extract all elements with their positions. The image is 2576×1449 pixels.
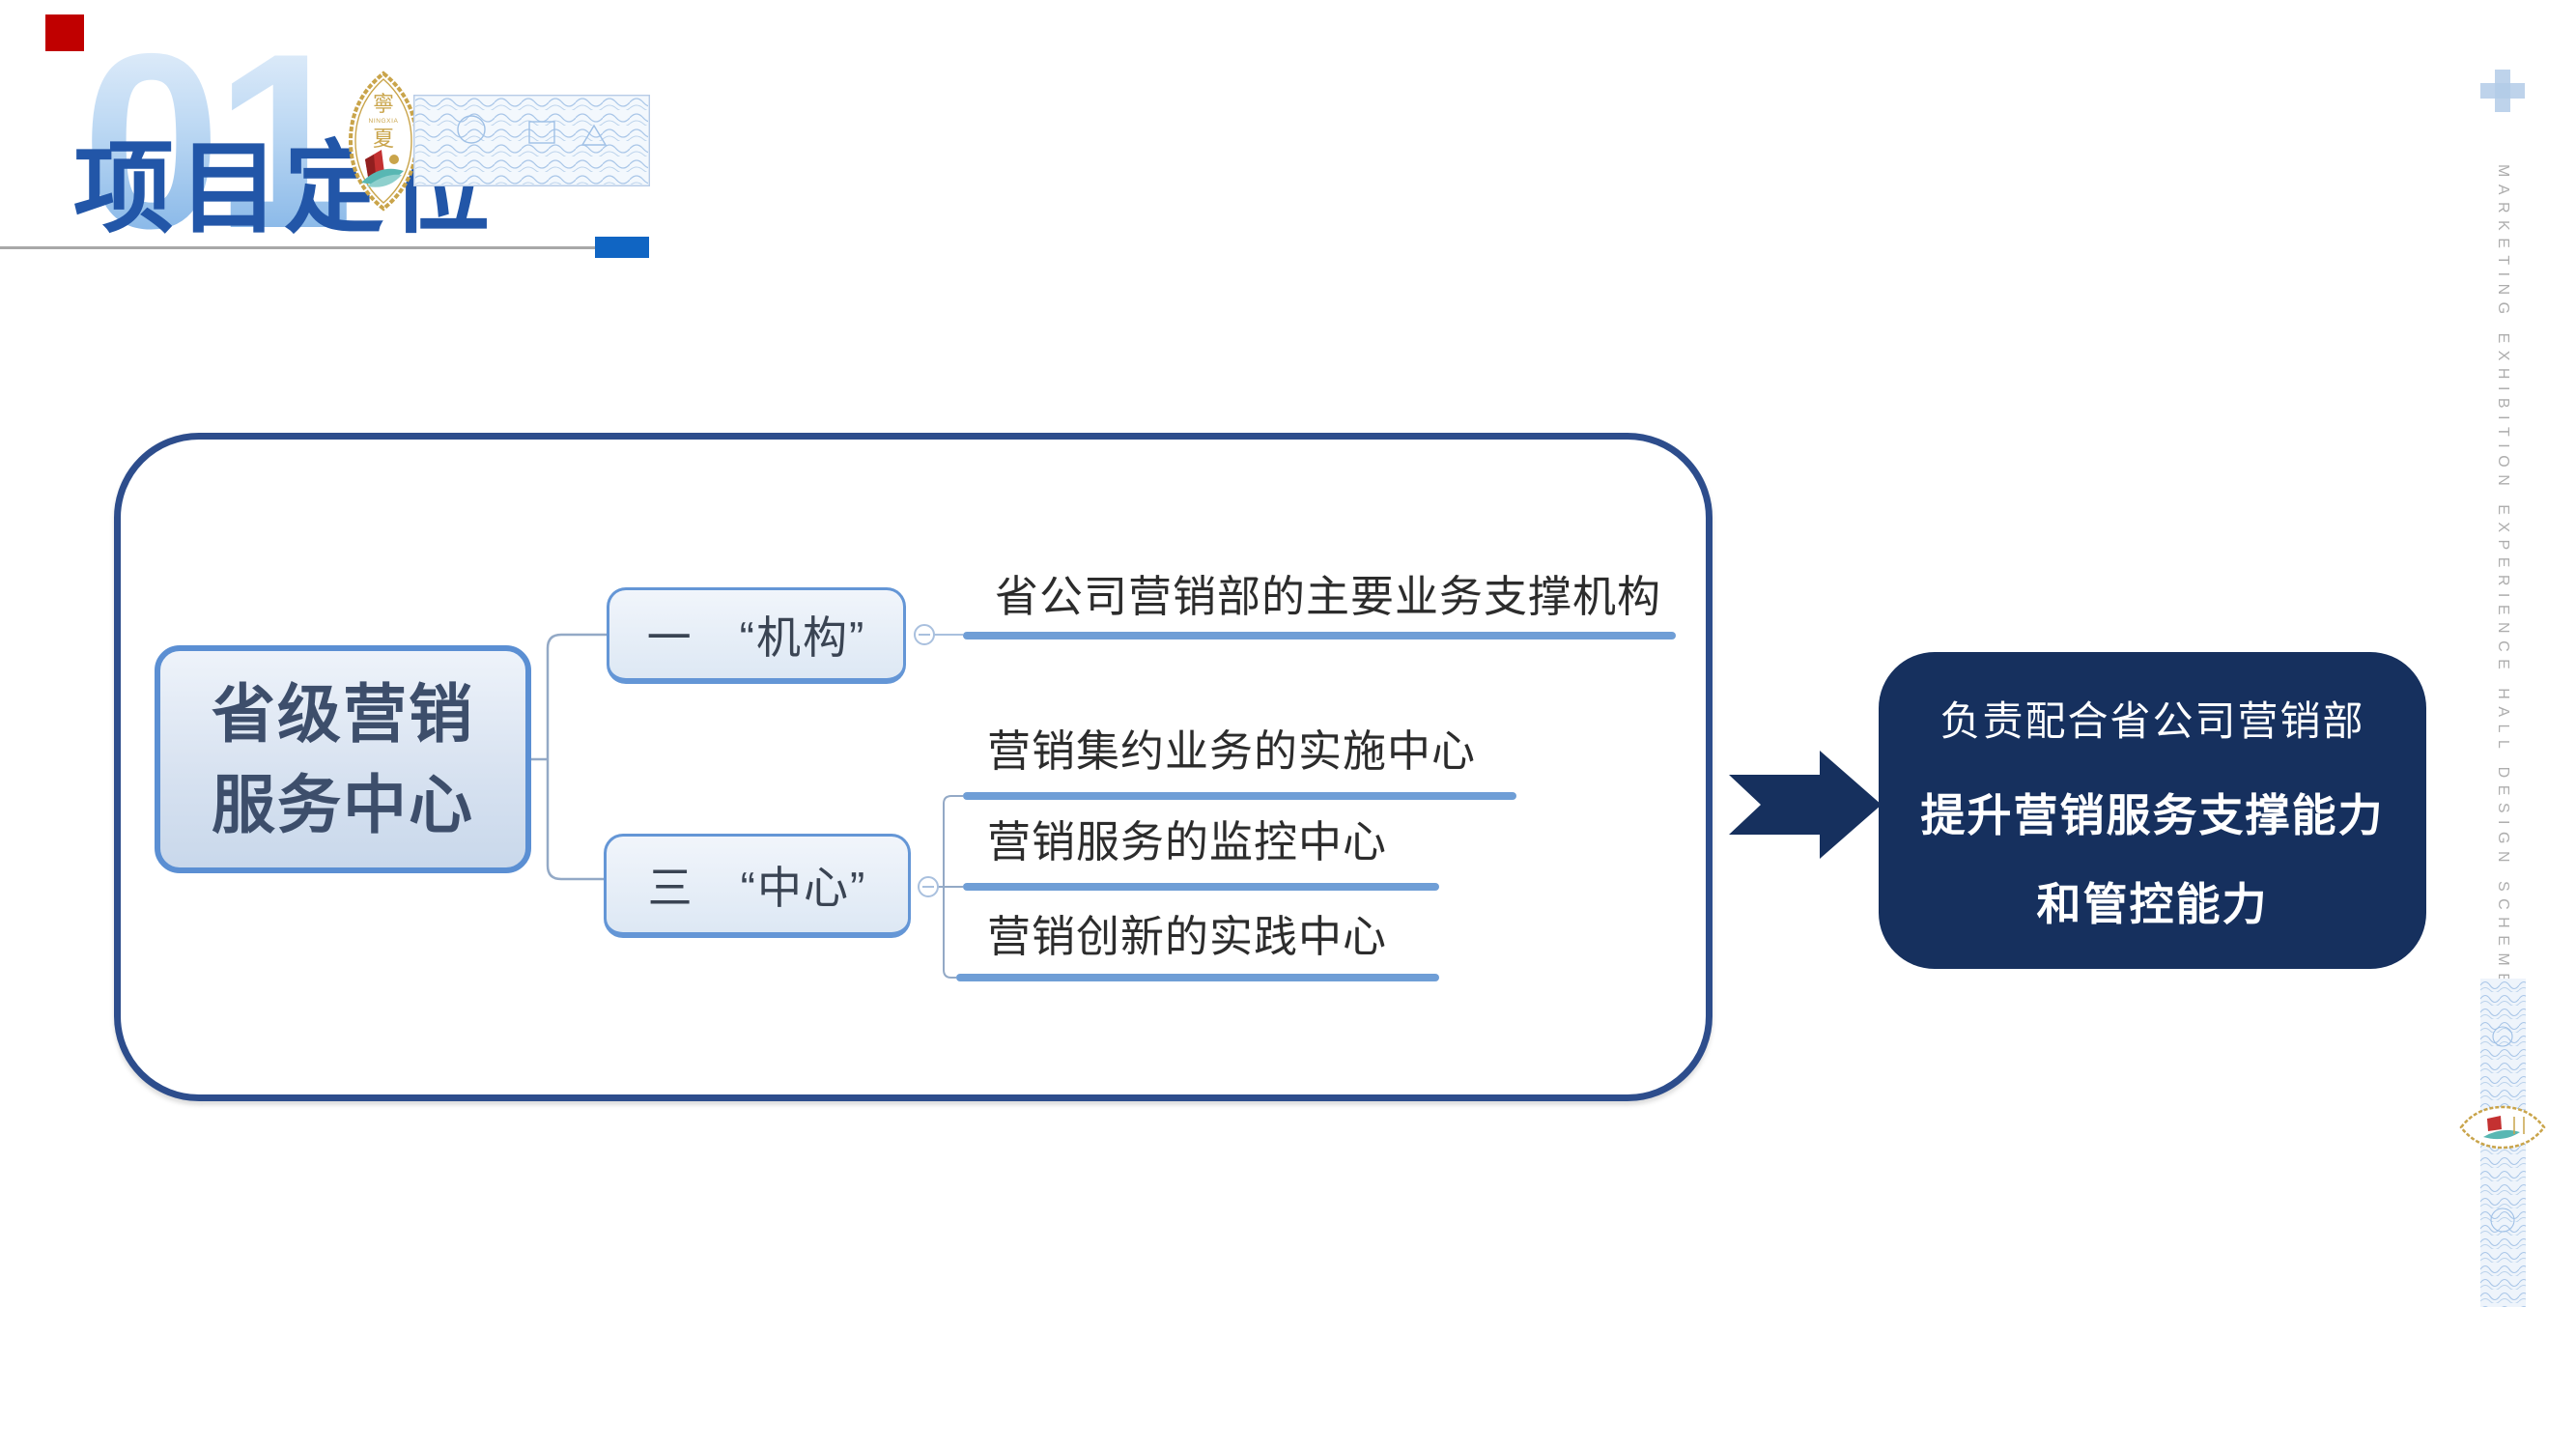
- header-divider: [0, 246, 605, 249]
- badge-top-char: 寧: [373, 92, 394, 116]
- corner-red-square: [45, 14, 84, 51]
- root-node-line1: 省级营销: [212, 678, 474, 750]
- detail-underline-2: [963, 792, 1516, 800]
- root-node: 省级营销 服务中心: [155, 645, 531, 873]
- divider-accent-bar: [595, 237, 649, 258]
- strip-badge-icon: [2459, 1105, 2546, 1150]
- branch-node-zhongxin: 三 “中心”: [604, 834, 911, 938]
- ningxia-badge-icon: 寧 NINGXIA 夏: [348, 71, 419, 212]
- detail-underline-1: [963, 632, 1676, 639]
- detail-text-practice-center: 营销创新的实践中心: [987, 912, 1388, 961]
- side-caption: MARKETING EXHIBITION EXPERIENCE HALL DES…: [2495, 164, 2511, 991]
- root-node-line2: 服务中心: [212, 769, 474, 840]
- plus-icon: [2480, 70, 2525, 112]
- conclusion-line2: 提升营销服务支撑能力: [1920, 789, 2385, 840]
- wave-pattern-band: [413, 95, 650, 186]
- badge-latin: NINGXIA: [369, 118, 399, 125]
- branch-node-jigou: 一 “机构”: [607, 587, 906, 684]
- detail-text-implementation-center: 营销集约业务的实施中心: [987, 726, 1477, 776]
- branch-node-jigou-label: 一 “机构”: [646, 611, 866, 663]
- detail-underline-3: [963, 883, 1439, 891]
- section-number: 01: [82, 1, 354, 280]
- branch-node-zhongxin-label: 三 “中心”: [647, 862, 867, 913]
- badge-bottom-char: 夏: [373, 127, 394, 151]
- conclusion-line1: 负责配合省公司营销部: [1939, 697, 2365, 744]
- conclusion-box: 负责配合省公司营销部 提升营销服务支撑能力 和管控能力: [1879, 652, 2426, 969]
- detail-text-support-org: 省公司营销部的主要业务支撑机构: [995, 572, 1662, 621]
- conclusion-line3: 和管控能力: [2036, 878, 2269, 929]
- detail-text-monitoring-center: 营销服务的监控中心: [987, 817, 1388, 867]
- detail-underline-4: [956, 974, 1439, 981]
